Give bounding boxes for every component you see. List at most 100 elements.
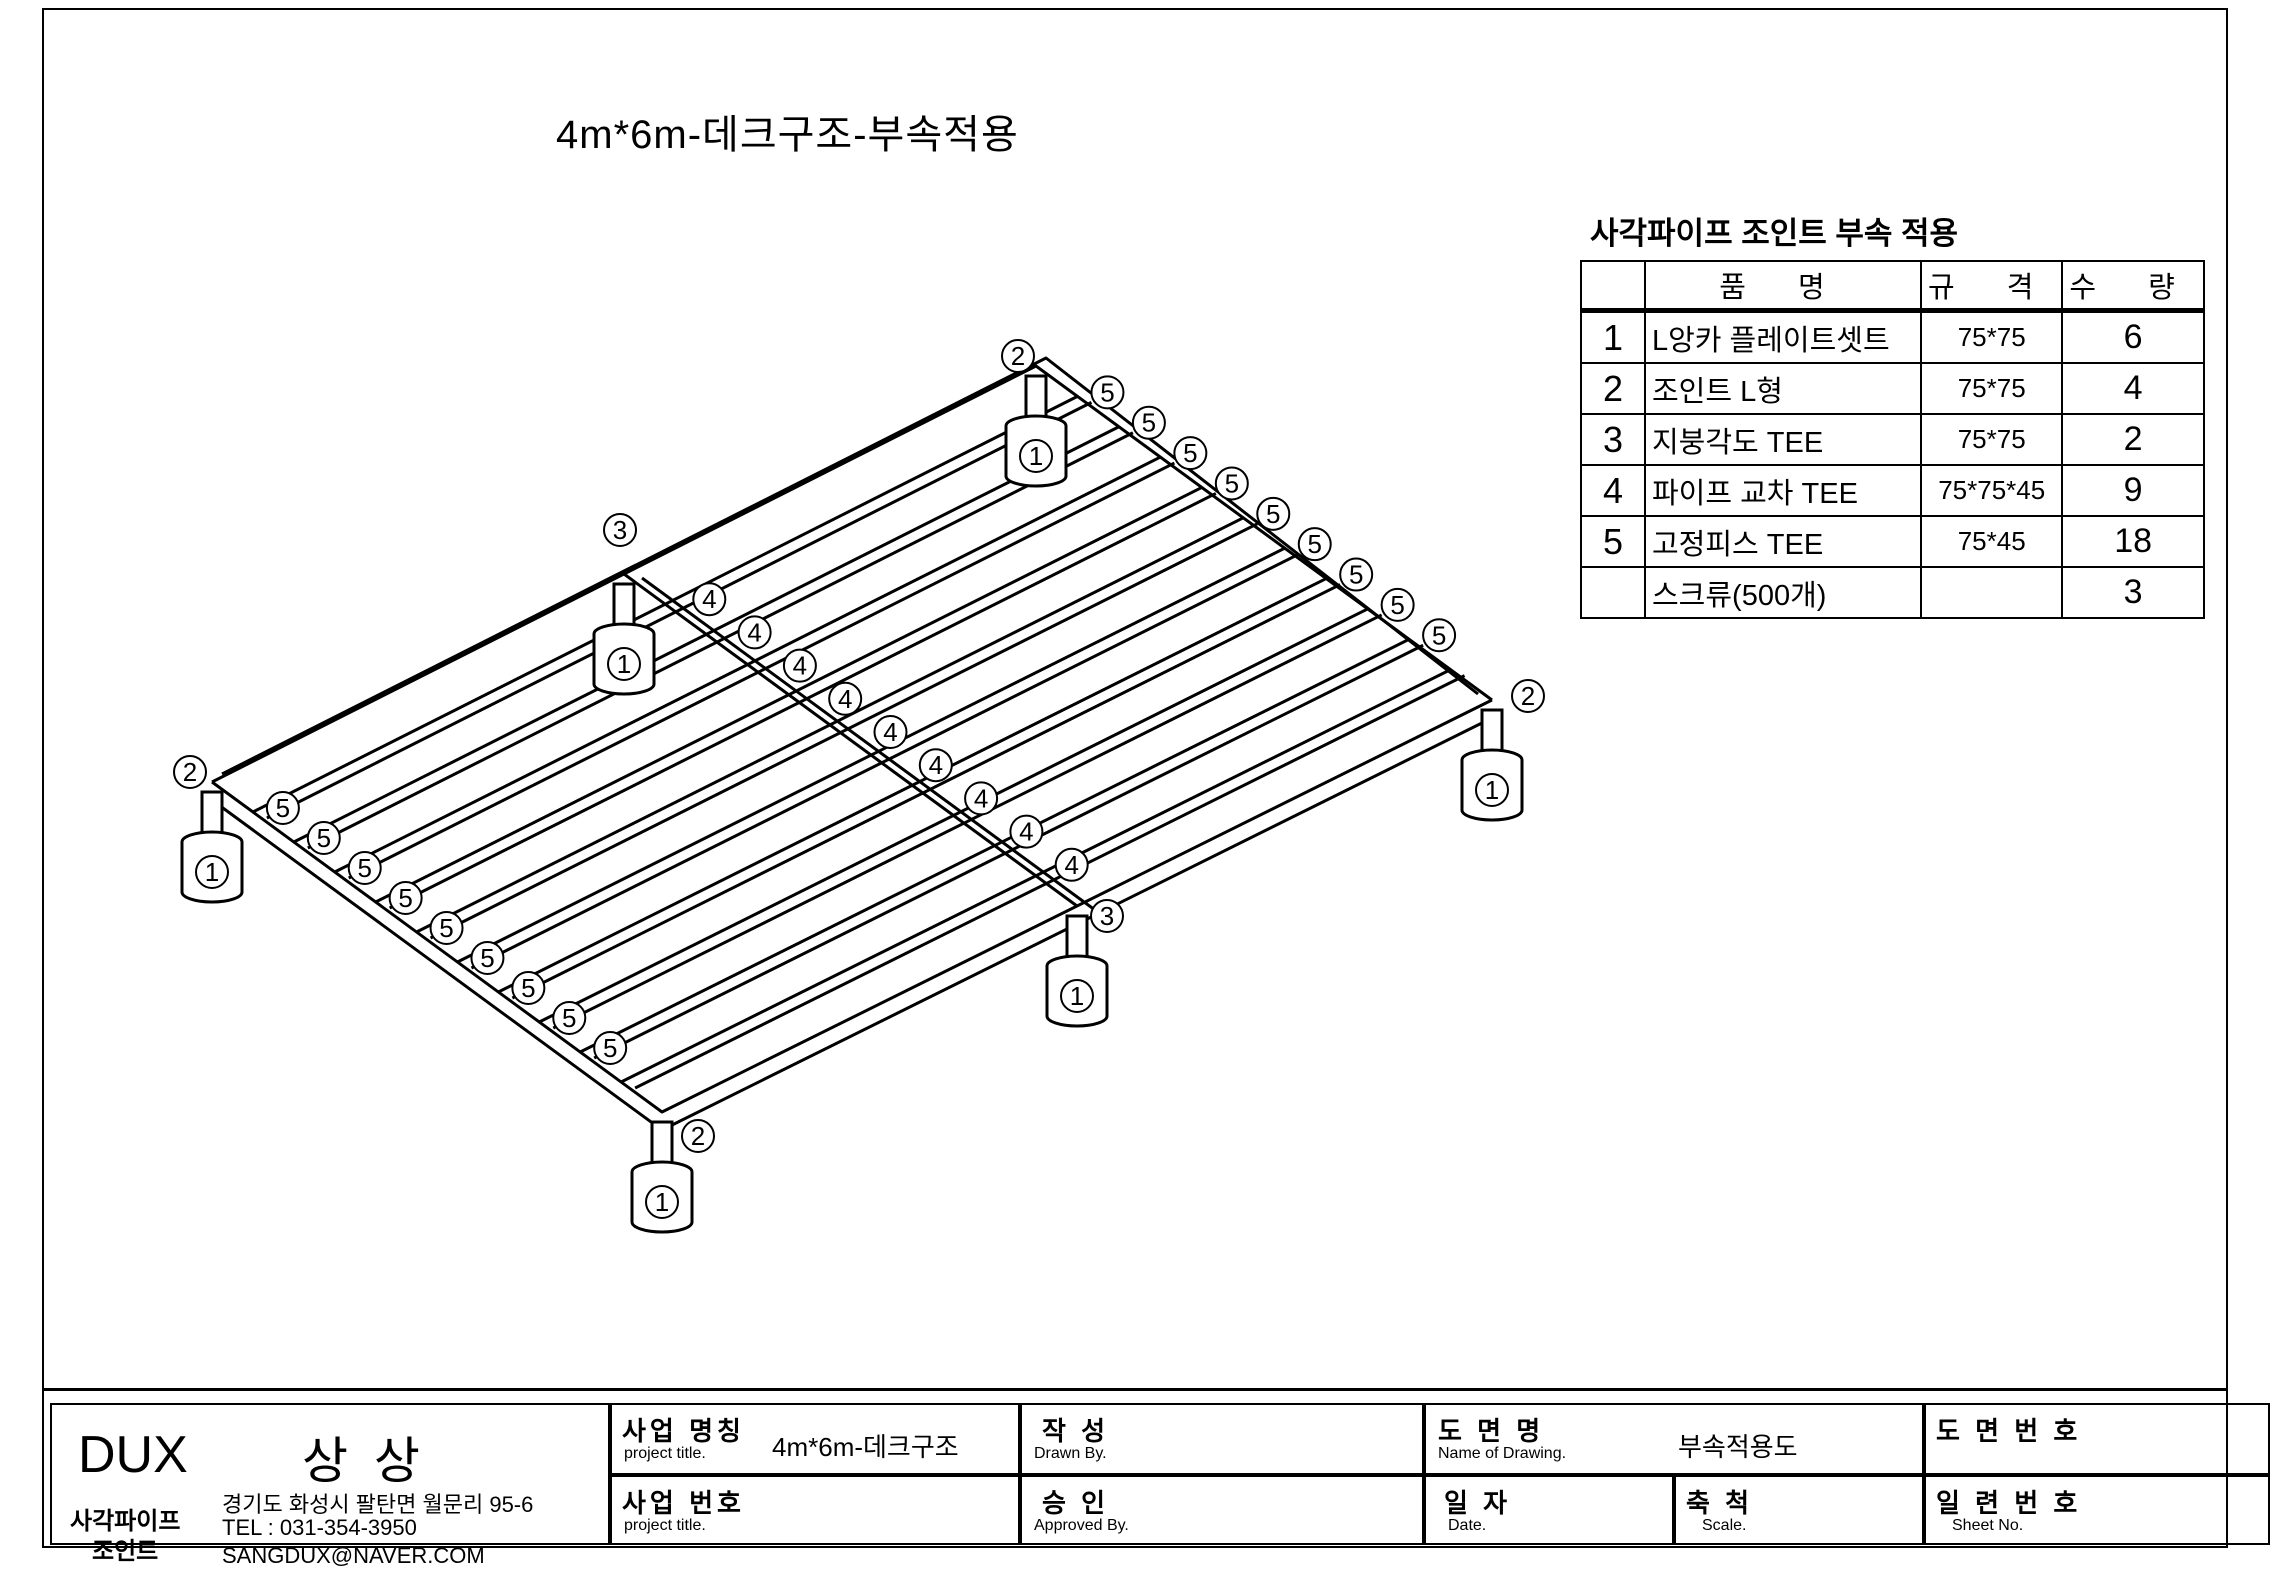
row-no: 4 (1580, 464, 1646, 517)
center-beam (623, 572, 1078, 908)
row-name: 지붕각도 TEE (1644, 413, 1922, 466)
callout-label: 5 (480, 943, 494, 973)
company-email: SANGDUX@NAVER.COM (222, 1543, 485, 1568)
company-address: 경기도 화성시 팔탄면 월문리 95-6 (222, 1492, 534, 1517)
callout-label: 3 (1100, 901, 1114, 931)
product-line-2: 조인트 (92, 1538, 159, 1565)
row-no: 3 (1580, 413, 1646, 466)
header-no (1580, 260, 1646, 313)
callout-circle (388, 881, 423, 915)
callout-circle (1001, 339, 1035, 373)
callout-label: 1 (655, 1187, 669, 1217)
callout-label: 2 (1521, 681, 1535, 711)
approved-sub: Approved By. (1034, 1517, 1129, 1534)
date-cell: 일 자 Date. (1424, 1475, 1674, 1545)
project-name-cell: 사업 명칭 project title. 4m*6m-데크구조 (610, 1403, 1020, 1475)
row-name: 조인트 L형 (1644, 362, 1922, 415)
callout-label: 2 (691, 1121, 705, 1151)
row-qty: 2 (2061, 413, 2205, 466)
drawn-cell: 작 성 Drawn By. (1020, 1403, 1424, 1475)
callout-circle (195, 855, 229, 889)
drawn-label: 작 성 (1042, 1416, 1110, 1446)
row-qty: 18 (2061, 515, 2205, 568)
callout-circle (1475, 773, 1509, 807)
table-row: 스크류(500개) 3 (1580, 566, 2205, 619)
callout-label: 4 (747, 617, 761, 647)
drawn-sub: Drawn By. (1034, 1445, 1107, 1462)
callout-circle (782, 648, 817, 683)
callout-label: 4 (702, 584, 716, 614)
drawing-name-value: 부속적용도 (1678, 1432, 1798, 1462)
project-no-cell: 사업 번호 project title. (610, 1475, 1020, 1545)
callout-circle (1339, 557, 1374, 592)
callout-label: 4 (838, 684, 852, 714)
callout-label: 4 (974, 783, 988, 813)
scale-cell: 축 척 Scale. (1674, 1475, 1924, 1545)
callout-label: 5 (1225, 468, 1239, 498)
row-no: 1 (1580, 309, 1646, 364)
sheet-no-sub: Sheet No. (1952, 1517, 2024, 1534)
callout-circle (1009, 814, 1044, 849)
callout-label: 5 (357, 853, 371, 883)
joist (593, 643, 1424, 1060)
date-label: 일 자 (1444, 1488, 1512, 1518)
project-no-sub: project title. (624, 1517, 706, 1534)
row-qty: 9 (2061, 464, 2205, 517)
table-row: 4 파이프 교차 TEE 75*75*45 9 (1580, 464, 2205, 517)
drawing-no-label: 도 면 번 호 (1936, 1416, 2082, 1446)
joist (307, 431, 1134, 850)
callout-label: 1 (1485, 775, 1499, 805)
deck-frame-lines (211, 356, 1493, 1132)
header-spec: 규 격 (1919, 260, 2064, 313)
sheet-no-label: 일 련 번 호 (1936, 1488, 2082, 1518)
row-spec: 75*75 (1919, 362, 2064, 415)
callout-circle (828, 681, 863, 716)
callout-circle (1090, 899, 1124, 933)
sheet-no-cell: 일 련 번 호 Sheet No. (1924, 1475, 2270, 1545)
callout-label: 5 (1100, 377, 1114, 407)
callout-circle (511, 971, 546, 1005)
callout-circle (1131, 405, 1166, 440)
callout-label: 4 (1019, 817, 1033, 847)
callout-label: 4 (883, 717, 897, 747)
callout-label: 4 (929, 750, 943, 780)
row-spec: 75*75*45 (1919, 464, 2064, 517)
callout-label: 1 (617, 649, 631, 679)
project-no-label: 사업 번호 (622, 1488, 745, 1518)
row-qty: 6 (2061, 309, 2205, 364)
callout-circle (607, 647, 641, 681)
table-row: 5 고정피스 TEE 75*45 18 (1580, 515, 2205, 568)
callout-circle (737, 615, 772, 650)
row-no: 5 (1580, 515, 1646, 568)
callout-label: 5 (562, 1003, 576, 1033)
callout-label: 5 (1142, 408, 1156, 438)
joist (388, 492, 1217, 910)
callout-label: 5 (439, 913, 453, 943)
callout-circle (347, 851, 382, 885)
row-spec: 75*75 (1919, 309, 2064, 364)
callout-label: 4 (793, 651, 807, 681)
callout-circle (1256, 496, 1291, 531)
callout-circle (552, 1001, 587, 1035)
approved-label: 승 인 (1042, 1488, 1110, 1518)
callout-circle (1214, 466, 1249, 501)
table-row: 3 지붕각도 TEE 75*75 2 (1580, 413, 2205, 466)
drawing-name-label: 도 면 명 (1438, 1416, 1545, 1446)
row-no (1580, 566, 1646, 619)
row-name: 스크류(500개) (1644, 566, 1922, 619)
callout-label: 5 (276, 793, 290, 823)
drawing-no-cell: 도 면 번 호 (1924, 1403, 2270, 1475)
company-name: 상 상 (302, 1433, 426, 1489)
joist (511, 583, 1341, 1000)
callout-circle (692, 582, 727, 617)
joist (470, 552, 1300, 970)
product-line-1: 사각파이프 (70, 1508, 181, 1535)
callout-label: 5 (1183, 438, 1197, 468)
row-qty: 3 (2061, 566, 2205, 619)
joist (429, 522, 1258, 940)
callout-circle (1019, 439, 1053, 473)
parts-table: 품 명 규 격 수 량 1 L앙카 플레이트셋트 75*75 6 2 조인트 L… (1580, 260, 2205, 619)
parts-table-header: 품 명 규 격 수 량 (1580, 260, 2205, 313)
scale-sub: Scale. (1702, 1517, 1747, 1534)
